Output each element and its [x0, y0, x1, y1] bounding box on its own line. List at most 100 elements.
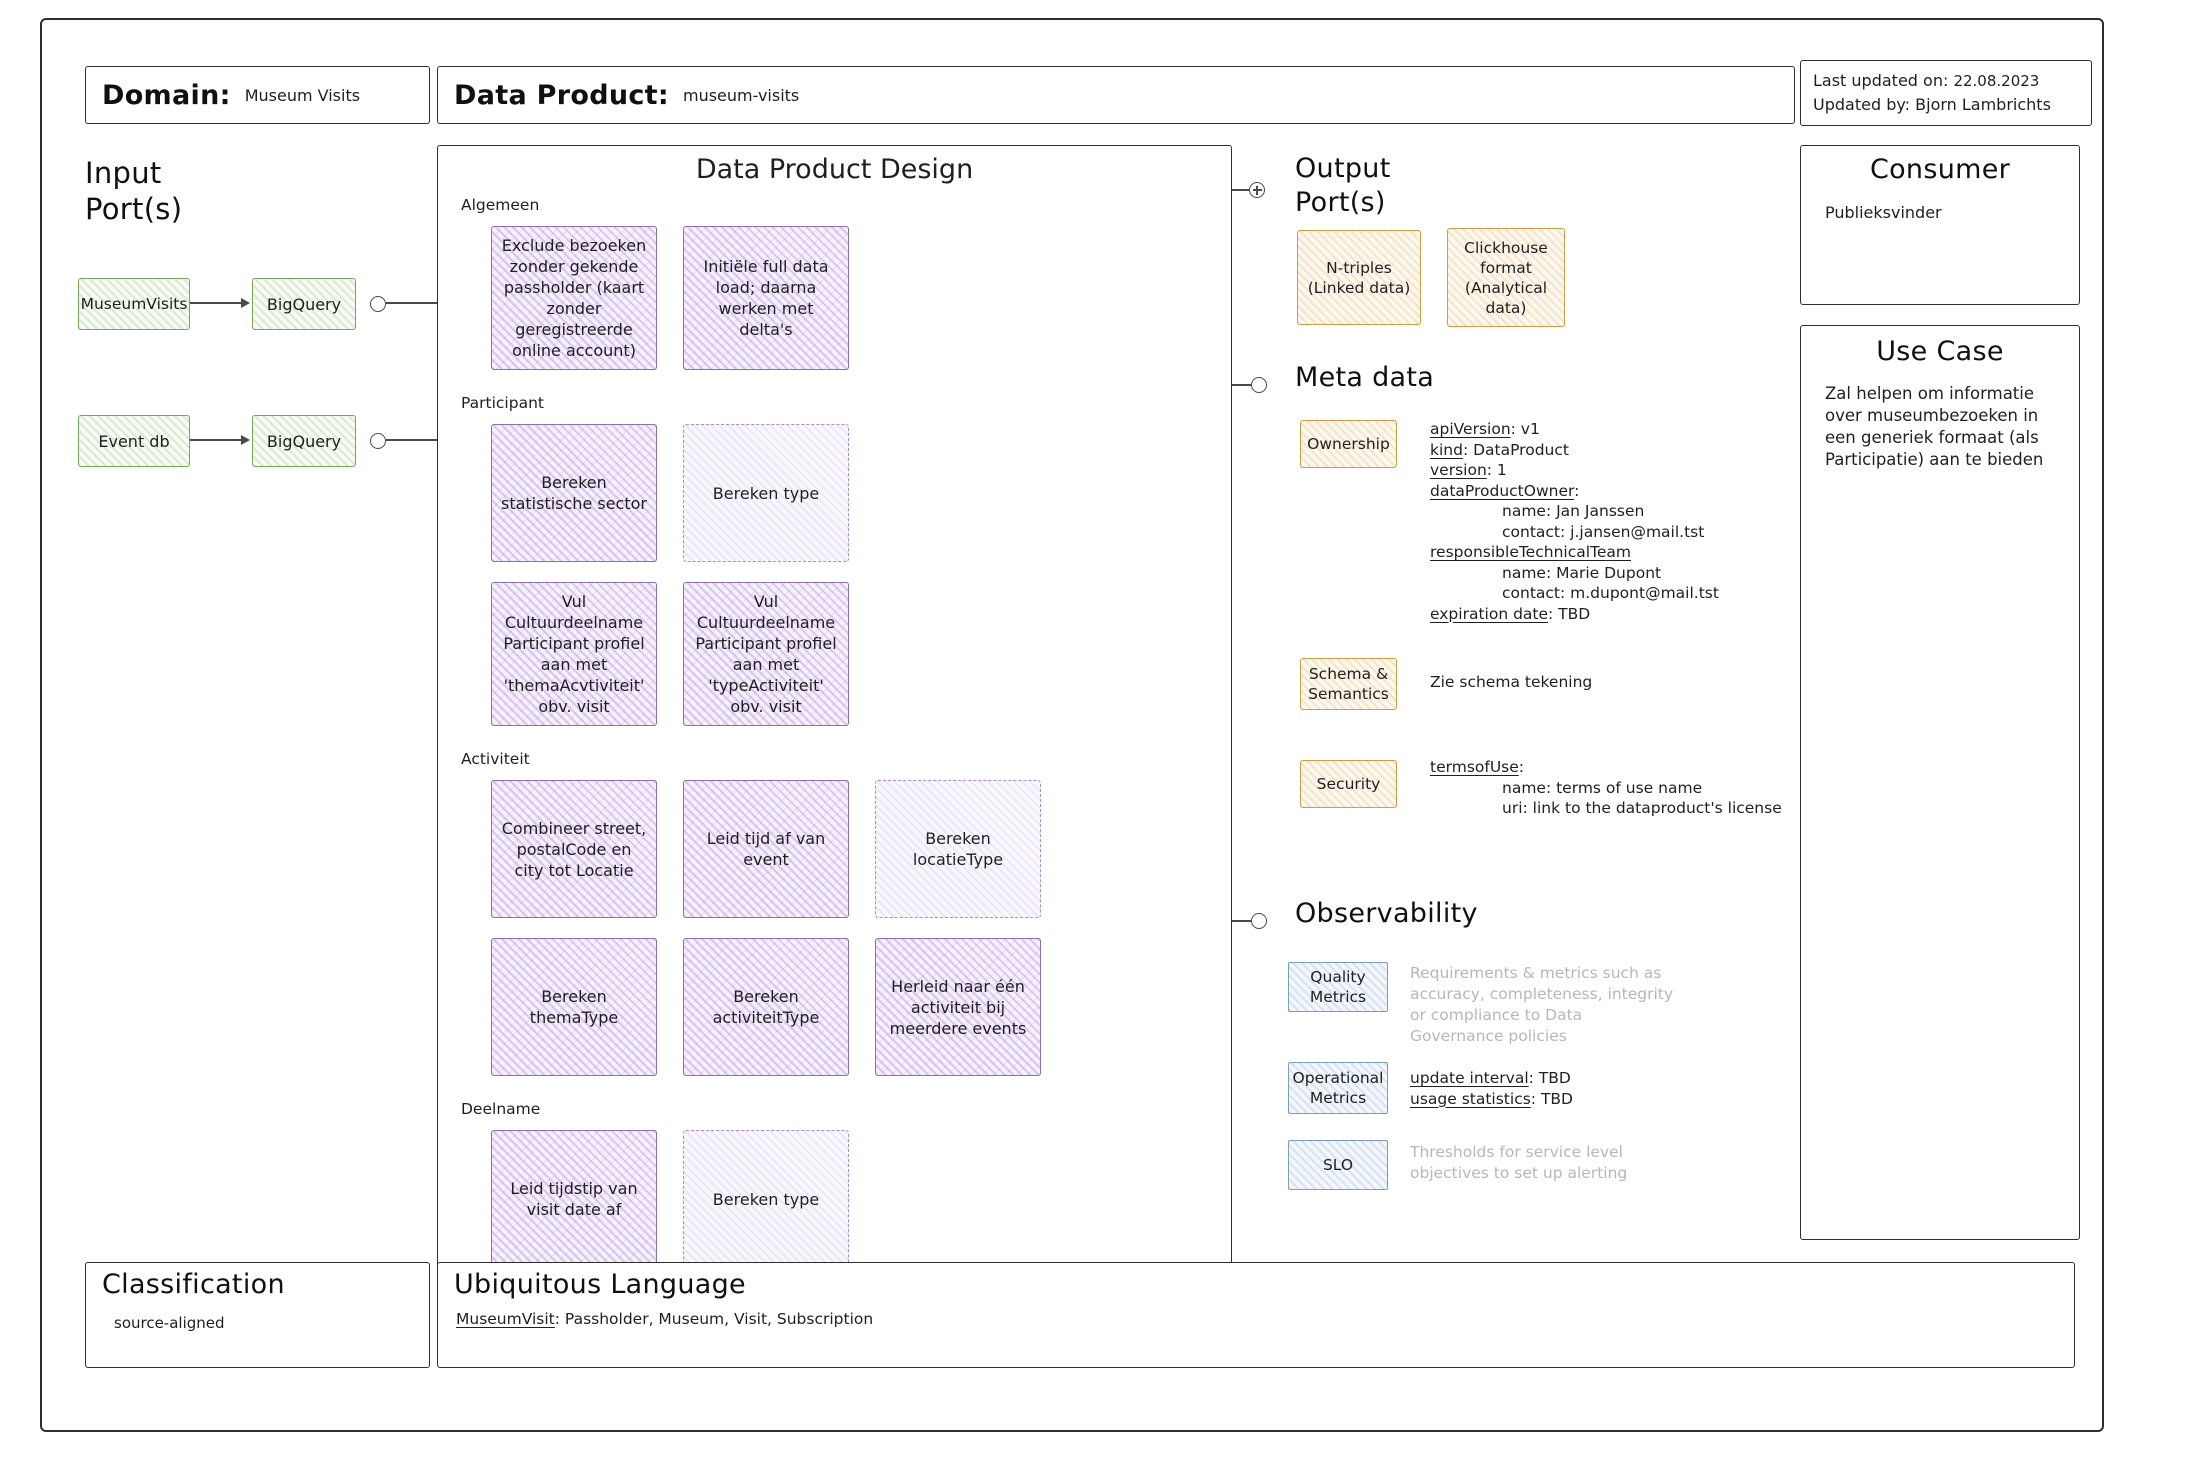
output-port-box[interactable]: N-triples (Linked data): [1297, 230, 1421, 325]
security-label: Security: [1316, 775, 1381, 793]
input-arrow: [190, 435, 250, 444]
ubiquitous-language-box[interactable]: Ubiquitous Language MuseumVisit: Passhol…: [437, 1262, 2075, 1368]
input-target-node[interactable]: BigQuery: [252, 278, 356, 330]
kv-line: responsibleTechnicalTeam: [1430, 543, 1631, 561]
kv-line: expiration date: TBD: [1430, 604, 1591, 623]
design-note[interactable]: Vul Cultuurdeelname Participant profiel …: [683, 582, 849, 726]
design-row: Bereken statistische sector Bereken type: [491, 424, 1231, 562]
ubiquitous-language-definition: : Passholder, Museum, Visit, Subscriptio…: [554, 1310, 874, 1328]
output-ports-heading: Output Port(s): [1295, 153, 1391, 218]
input-source-label: MuseumVisits: [80, 295, 188, 313]
input-target-label: BigQuery: [266, 431, 342, 451]
metadata-connector-line: [1232, 384, 1251, 386]
quality-metrics-tag[interactable]: Quality Metrics: [1288, 962, 1388, 1012]
design-row: Combineer street, postalCode en city tot…: [491, 780, 1231, 918]
design-note-text: Leid tijdstip van visit date af: [510, 1179, 638, 1219]
design-note[interactable]: Exclude bezoeken zonder gekende passhold…: [491, 226, 657, 370]
design-note[interactable]: Bereken activiteitType: [683, 938, 849, 1076]
input-source-node[interactable]: Event db: [78, 415, 190, 467]
observability-port-connector-icon: [1251, 913, 1267, 929]
data-product-header-box[interactable]: Data Product: museum-visits: [437, 66, 1795, 124]
input-connector-line: [386, 439, 437, 441]
kv-line: uri: link to the dataproduct's license: [1502, 799, 1782, 817]
consumer-box[interactable]: Consumer Publieksvinder: [1800, 145, 2080, 305]
input-connector-line: [386, 302, 437, 304]
design-row: Exclude bezoeken zonder gekende passhold…: [491, 226, 1231, 370]
slo-tag[interactable]: SLO: [1288, 1140, 1388, 1190]
schema-semantics-text: Zie schema tekening: [1430, 673, 1593, 691]
data-product-label: Data Product:: [454, 79, 669, 111]
output-port-label: N-triples (Linked data): [1307, 258, 1411, 297]
domain-value: Museum Visits: [244, 85, 361, 105]
design-row: Leid tijdstip van visit date af Bereken t…: [491, 1130, 1231, 1268]
design-note-text: Bereken themaType: [529, 987, 619, 1027]
slo-text: Thresholds for service level objectives …: [1410, 1143, 1628, 1182]
input-ports-heading: Input Port(s): [85, 156, 183, 226]
design-note[interactable]: Herleid naar één activiteit bij meerdere…: [875, 938, 1041, 1076]
kv-line: name: terms of use name: [1502, 778, 1703, 797]
security-tag[interactable]: Security: [1300, 760, 1397, 808]
design-note[interactable]: Leid tijdstip van visit date af: [491, 1130, 657, 1268]
design-note[interactable]: Bereken statistische sector: [491, 424, 657, 562]
ubiquitous-language-term: MuseumVisit: [456, 1310, 555, 1328]
output-port-label: Clickhouse format (Analytical data): [1464, 238, 1548, 317]
input-source-node[interactable]: MuseumVisits: [78, 278, 190, 330]
design-note-text: Bereken type: [712, 1189, 820, 1209]
input-port-connector-icon: [370, 433, 386, 449]
design-note[interactable]: Vul Cultuurdeelname Participant profiel …: [491, 582, 657, 726]
design-note-text: Herleid naar één activiteit bij meerdere…: [889, 976, 1027, 1038]
design-note[interactable]: Initiële full data load; daarna werken m…: [683, 226, 849, 370]
observability-connector-line: [1232, 920, 1251, 922]
kv-line: contact: m.dupont@mail.tst: [1502, 584, 1719, 602]
domain-header-box[interactable]: Domain: Museum Visits: [85, 66, 430, 124]
ubiquitous-language-text: MuseumVisit: Passholder, Museum, Visit, …: [456, 1310, 2074, 1328]
kv-line: name: Jan Janssen: [1502, 502, 1645, 520]
kv-line: contact: j.jansen@mail.tst: [1502, 522, 1705, 541]
operational-metrics-tag[interactable]: Operational Metrics: [1288, 1062, 1388, 1114]
updated-by-line: Updated by: Bjorn Lambrichts: [1813, 95, 2051, 114]
design-note-text: Combineer street, postalCode en city tot…: [501, 818, 647, 880]
use-case-box[interactable]: Use Case Zal helpen om informatie over m…: [1800, 325, 2080, 1240]
kv-line: dataProductOwner:: [1430, 481, 1580, 500]
design-row: Vul Cultuurdeelname Participant profiel …: [491, 582, 1231, 726]
design-note[interactable]: Bereken themaType: [491, 938, 657, 1076]
design-title: Data Product Design: [695, 154, 974, 185]
design-note[interactable]: Combineer street, postalCode en city tot…: [491, 780, 657, 918]
output-port-connector-icon: [1249, 182, 1265, 198]
design-note-text: Bereken activiteitType: [712, 987, 820, 1027]
output-port-box[interactable]: Clickhouse format (Analytical data): [1447, 228, 1565, 327]
design-note-text: Vul Cultuurdeelname Participant profiel …: [695, 592, 837, 716]
kv-line: update interval: TBD: [1410, 1069, 1571, 1087]
design-note-text: Initiële full data load; daarna werken m…: [703, 257, 829, 339]
design-note-text: Bereken type: [712, 483, 820, 503]
domain-label: Domain:: [102, 79, 231, 111]
input-arrow: [190, 298, 250, 307]
classification-box[interactable]: Classification source-aligned: [85, 1262, 430, 1368]
design-note-text: Leid tijd af van event: [706, 829, 826, 869]
design-note[interactable]: Bereken type: [683, 1130, 849, 1268]
last-updated-box[interactable]: Last updated on: 22.08.2023 Updated by: …: [1800, 60, 2092, 126]
use-case-title: Use Case: [1876, 336, 2004, 367]
design-note-text: Exclude bezoeken zonder gekende passhold…: [501, 236, 647, 360]
slo-label: SLO: [1322, 1156, 1354, 1174]
schema-semantics-tag[interactable]: Schema & Semantics: [1300, 658, 1397, 710]
kv-line: usage statistics: TBD: [1410, 1089, 1573, 1108]
input-source-label: Event db: [98, 431, 170, 451]
design-note[interactable]: Bereken type: [683, 424, 849, 562]
outer-frame: [40, 18, 2104, 1432]
metadata-port-connector-icon: [1251, 377, 1267, 393]
design-note[interactable]: Bereken locatieType: [875, 780, 1041, 918]
last-updated-value: 22.08.2023: [1953, 72, 2040, 90]
classification-value: source-aligned: [114, 1314, 225, 1332]
design-note[interactable]: Leid tijd af van event: [683, 780, 849, 918]
schema-semantics-label: Schema & Semantics: [1308, 665, 1389, 703]
data-product-value: museum-visits: [682, 85, 800, 105]
kv-line: name: Marie Dupont: [1502, 563, 1662, 582]
use-case-text: Zal helpen om informatie over museumbezo…: [1825, 384, 2044, 469]
input-target-node[interactable]: BigQuery: [252, 415, 356, 467]
ownership-tag[interactable]: Ownership: [1300, 420, 1397, 468]
